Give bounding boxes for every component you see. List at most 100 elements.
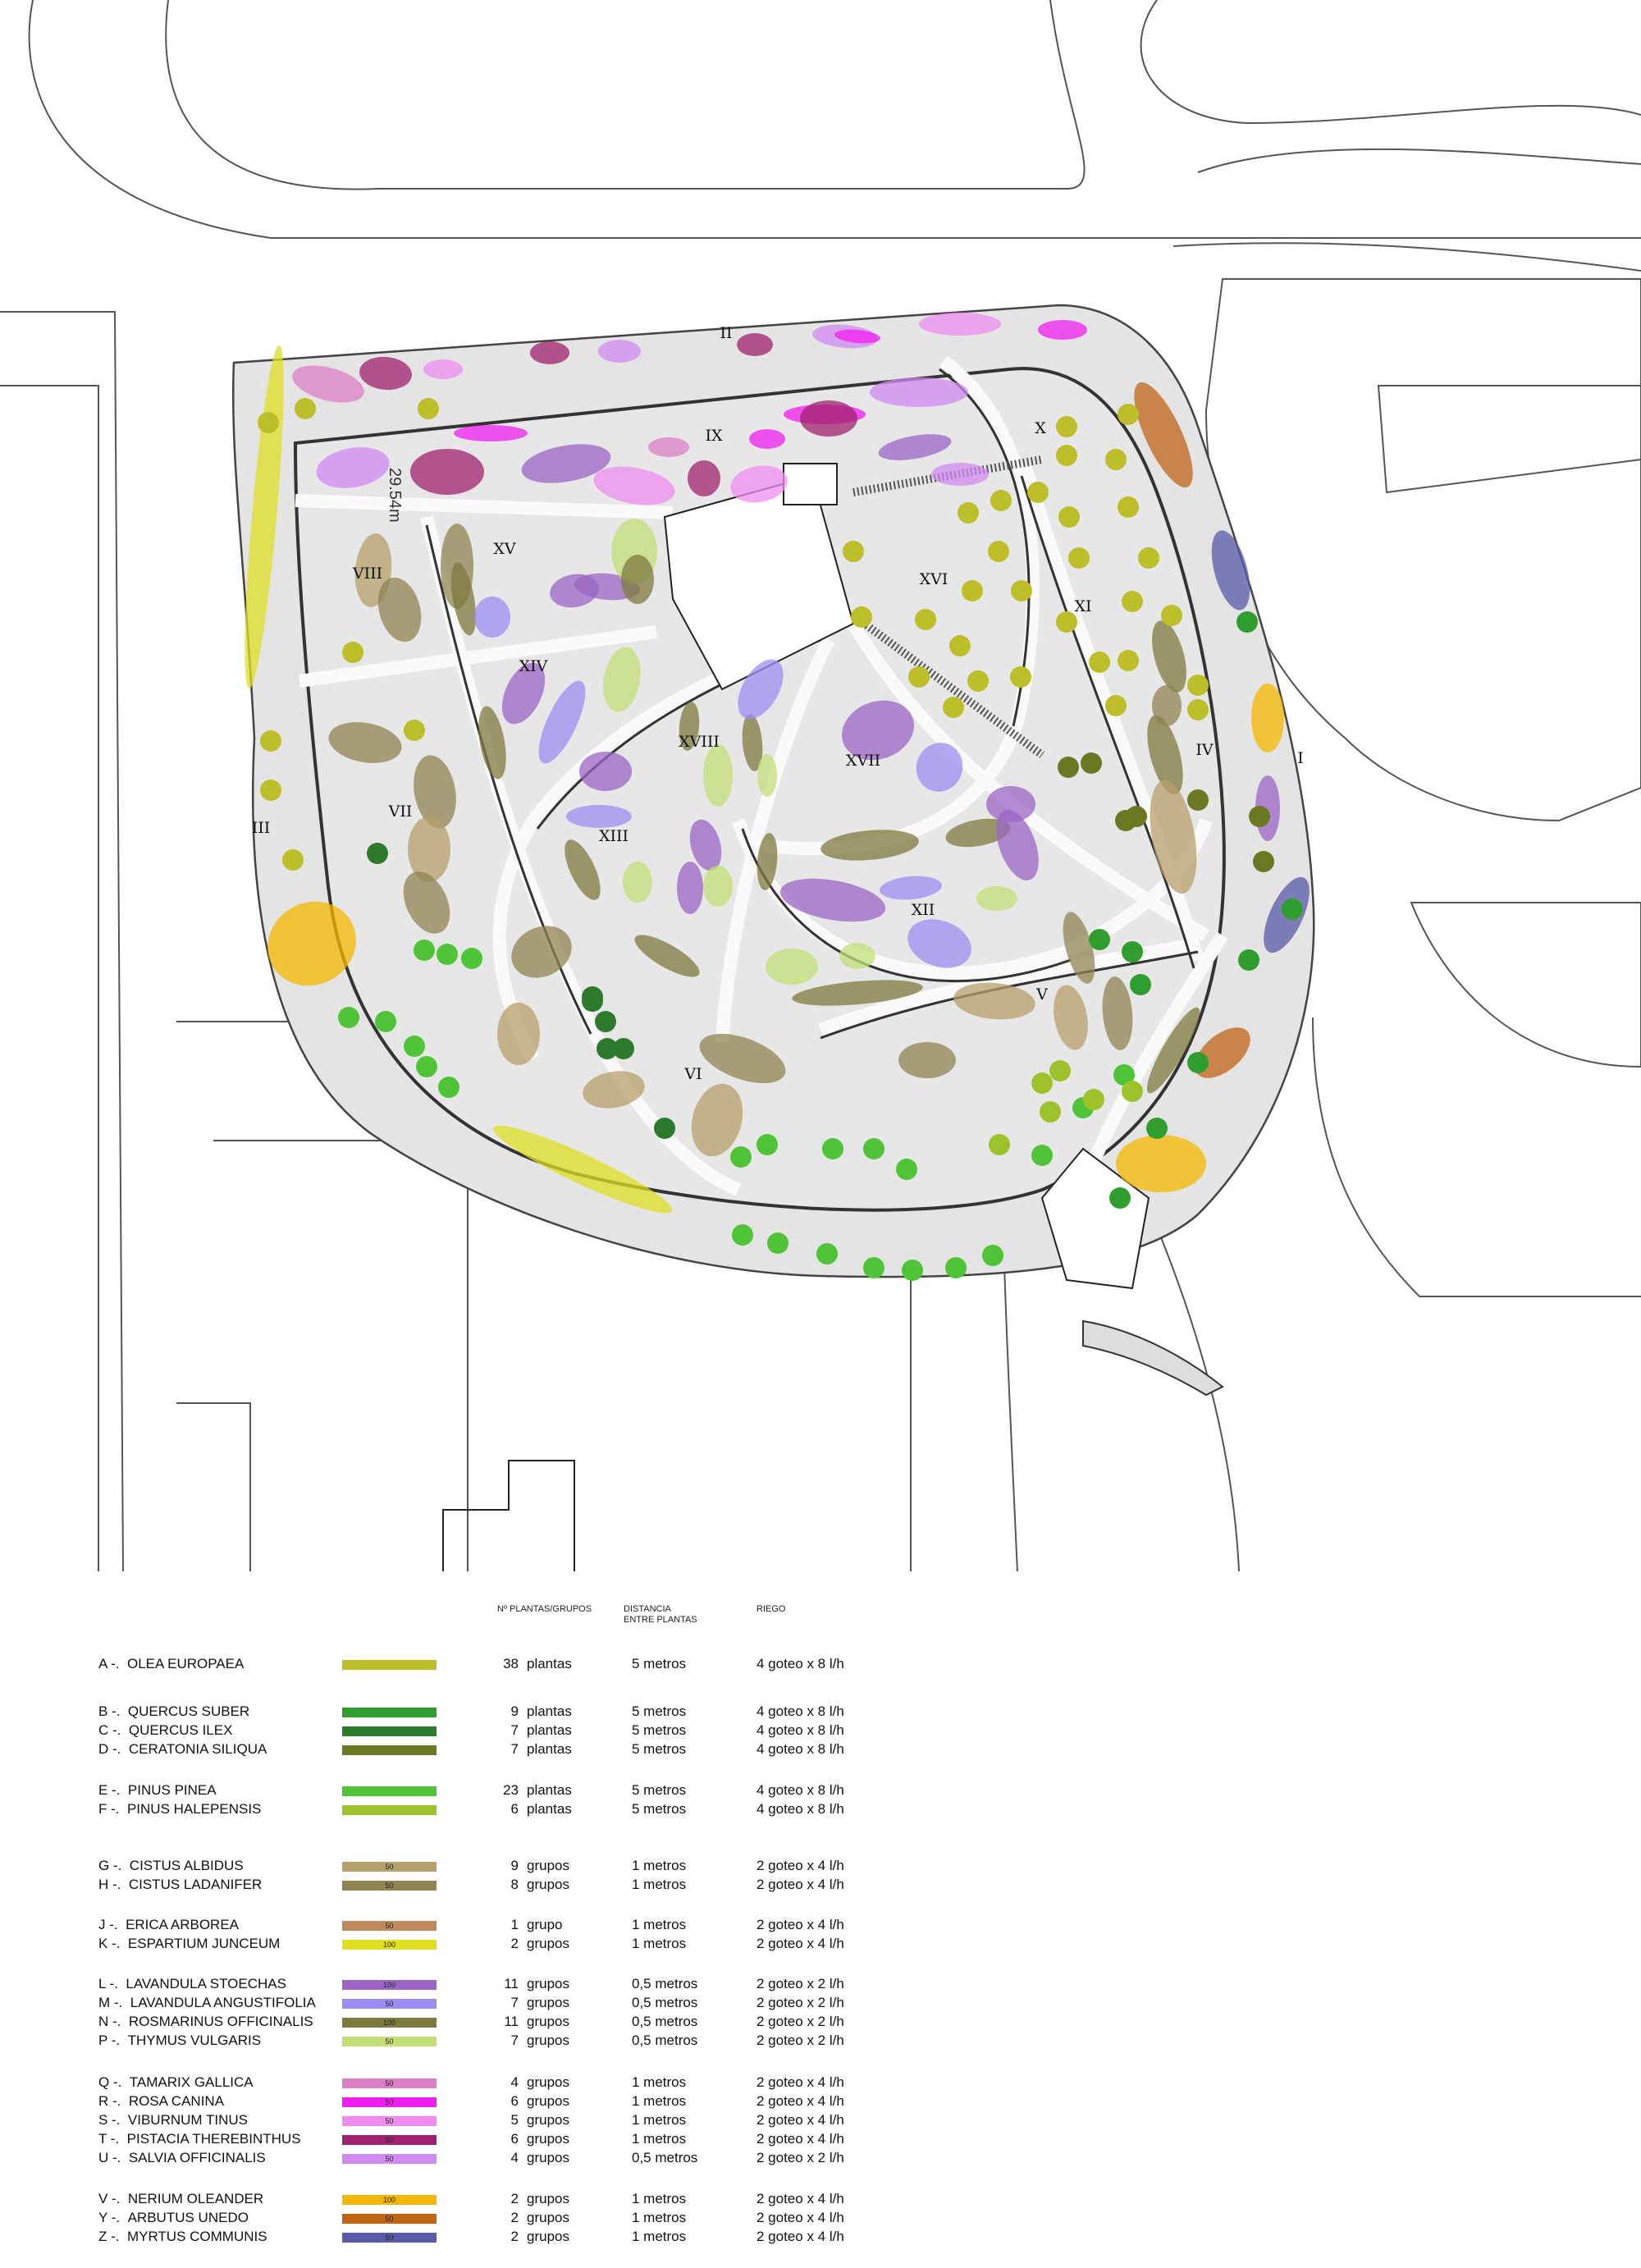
shrub-group: [1195, 1027, 1250, 1078]
count-unit: grupos: [527, 2131, 569, 2147]
species-name: P -. THYMUS VULGARIS: [98, 2033, 262, 2048]
tree: [816, 1243, 838, 1264]
tree: [1122, 591, 1143, 612]
tree: [1187, 674, 1209, 696]
tree: [1031, 1072, 1053, 1094]
shrub-group: [408, 816, 450, 882]
shrub-group: [907, 919, 971, 968]
count-unit: grupos: [527, 2014, 569, 2029]
shrub-group: [521, 444, 611, 483]
species-name: R -. ROSA CANINA: [98, 2093, 225, 2109]
shrub-group: [839, 943, 875, 969]
shrub-group: [414, 755, 456, 829]
header-count: Nº PLANTAS/GRUPOS: [497, 1604, 592, 1614]
shrub-group: [474, 597, 510, 638]
sector-label: II: [720, 324, 732, 342]
species-name: G -. CISTUS ALBIDUS: [98, 1858, 244, 1873]
tree: [282, 849, 304, 871]
shrub-group: [757, 754, 777, 797]
shrub-group: [492, 1125, 673, 1214]
count-unit: plantas: [527, 1782, 572, 1798]
species-name: M -. LAVANDULA ANGUSTIFOLIA: [98, 1995, 316, 2010]
species-name: A -. OLEA EUROPAEA: [98, 1656, 245, 1671]
irrigation-spec: 2 goteo x 4 l/h: [757, 1936, 844, 1951]
plant-count: 11: [504, 2014, 519, 2029]
color-swatch: 50: [342, 2154, 437, 2164]
shrub-group: [677, 862, 703, 914]
tree: [1058, 506, 1080, 528]
irrigation-spec: 2 goteo x 2 l/h: [757, 2033, 844, 2048]
tree: [260, 780, 281, 801]
plant-count: 2: [510, 1936, 519, 1951]
sector-label: VIII: [352, 565, 382, 583]
tree: [1115, 810, 1136, 831]
shrub-group: [1146, 1007, 1200, 1094]
count-unit: grupos: [527, 1976, 569, 1991]
tree: [822, 1138, 843, 1159]
species-name: E -. PINUS PINEA: [98, 1782, 217, 1798]
count-unit: grupos: [527, 2033, 569, 2048]
tree: [1118, 496, 1139, 518]
shrub-group: [820, 830, 919, 861]
irrigation-spec: 2 goteo x 4 l/h: [757, 1877, 844, 1892]
count-unit: plantas: [527, 1656, 572, 1671]
shrub-group: [898, 1042, 956, 1078]
plant-count: 6: [510, 2093, 519, 2109]
building-outline: [442, 1460, 575, 1571]
tree: [1040, 1101, 1061, 1123]
shrub-group: [634, 935, 700, 977]
color-swatch: 100: [342, 2195, 437, 2205]
tree: [404, 1036, 425, 1057]
plant-count: 11: [504, 1976, 519, 1991]
color-swatch: 50: [342, 1921, 437, 1931]
sector-label: XII: [912, 901, 935, 919]
shrub-group: [454, 425, 528, 441]
irrigation-spec: 4 goteo x 8 l/h: [757, 1722, 844, 1738]
color-swatch: [342, 1660, 437, 1670]
species-name: K -. ESPARTIUM JUNCEUM: [98, 1936, 281, 1951]
plant-distance: 0,5 metros: [632, 1995, 698, 2010]
shrub-group: [792, 980, 923, 1006]
shrub-group: [328, 722, 402, 763]
species-name: C -. QUERCUS ILEX: [98, 1722, 233, 1738]
count-unit: grupos: [527, 1995, 569, 2010]
shrub-group: [842, 700, 914, 761]
count-unit: grupos: [527, 2150, 569, 2165]
tree: [418, 398, 439, 419]
shrub-group: [688, 460, 720, 496]
plant-distance: 5 metros: [632, 1703, 687, 1719]
shrub-group: [566, 805, 632, 828]
tree: [863, 1257, 884, 1278]
shrub-group: [931, 463, 989, 486]
color-swatch: 50: [342, 2116, 437, 2126]
species-name: F -. PINUS HALEPENSIS: [98, 1801, 262, 1817]
shrub-group: [451, 562, 476, 636]
tree: [1031, 1145, 1053, 1166]
sector-label: XV: [493, 540, 516, 558]
shrub-group: [292, 365, 364, 403]
shrub-group: [478, 706, 506, 780]
shrub-group: [497, 1003, 540, 1065]
plant-distance: 0,5 metros: [632, 2014, 698, 2029]
irrigation-spec: 2 goteo x 4 l/h: [757, 2093, 844, 2109]
plant-distance: 0,5 metros: [632, 2033, 698, 2048]
shrub-group: [583, 1071, 645, 1109]
irrigation-spec: 2 goteo x 4 l/h: [757, 1917, 844, 1932]
tree: [1089, 929, 1110, 950]
pavilion: [783, 463, 838, 505]
planting-legend: Nº PLANTAS/GRUPOS DISTANCIA ENTRE PLANTA…: [0, 1571, 1641, 2268]
tree: [461, 948, 482, 969]
plant-count: 9: [510, 1703, 519, 1719]
